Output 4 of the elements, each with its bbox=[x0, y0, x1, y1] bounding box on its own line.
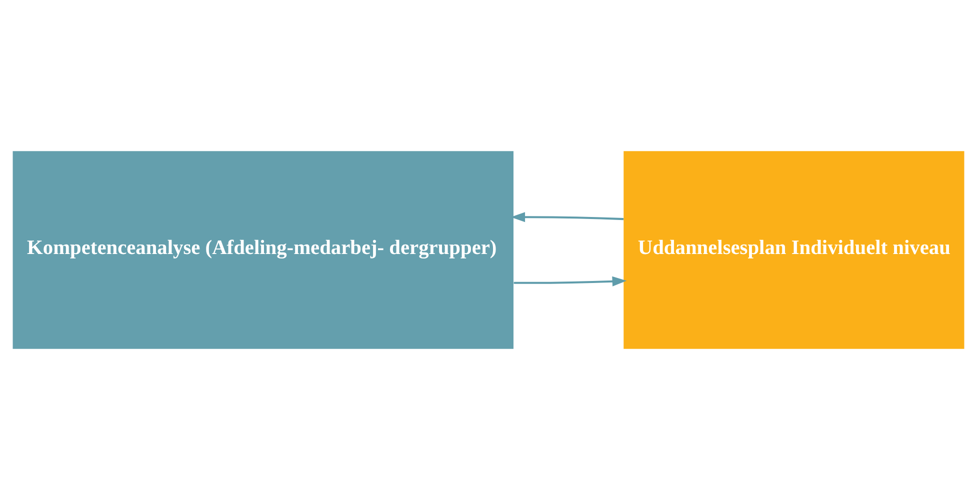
node-box: Kompetenceanalyse (Afdeling-medarbej- dergrupper) bbox=[12, 150, 514, 348]
arrow bbox=[514, 276, 627, 286]
node-box: Uddannelsesplan Individuelt niveau bbox=[624, 150, 964, 348]
arrow bbox=[510, 212, 624, 222]
